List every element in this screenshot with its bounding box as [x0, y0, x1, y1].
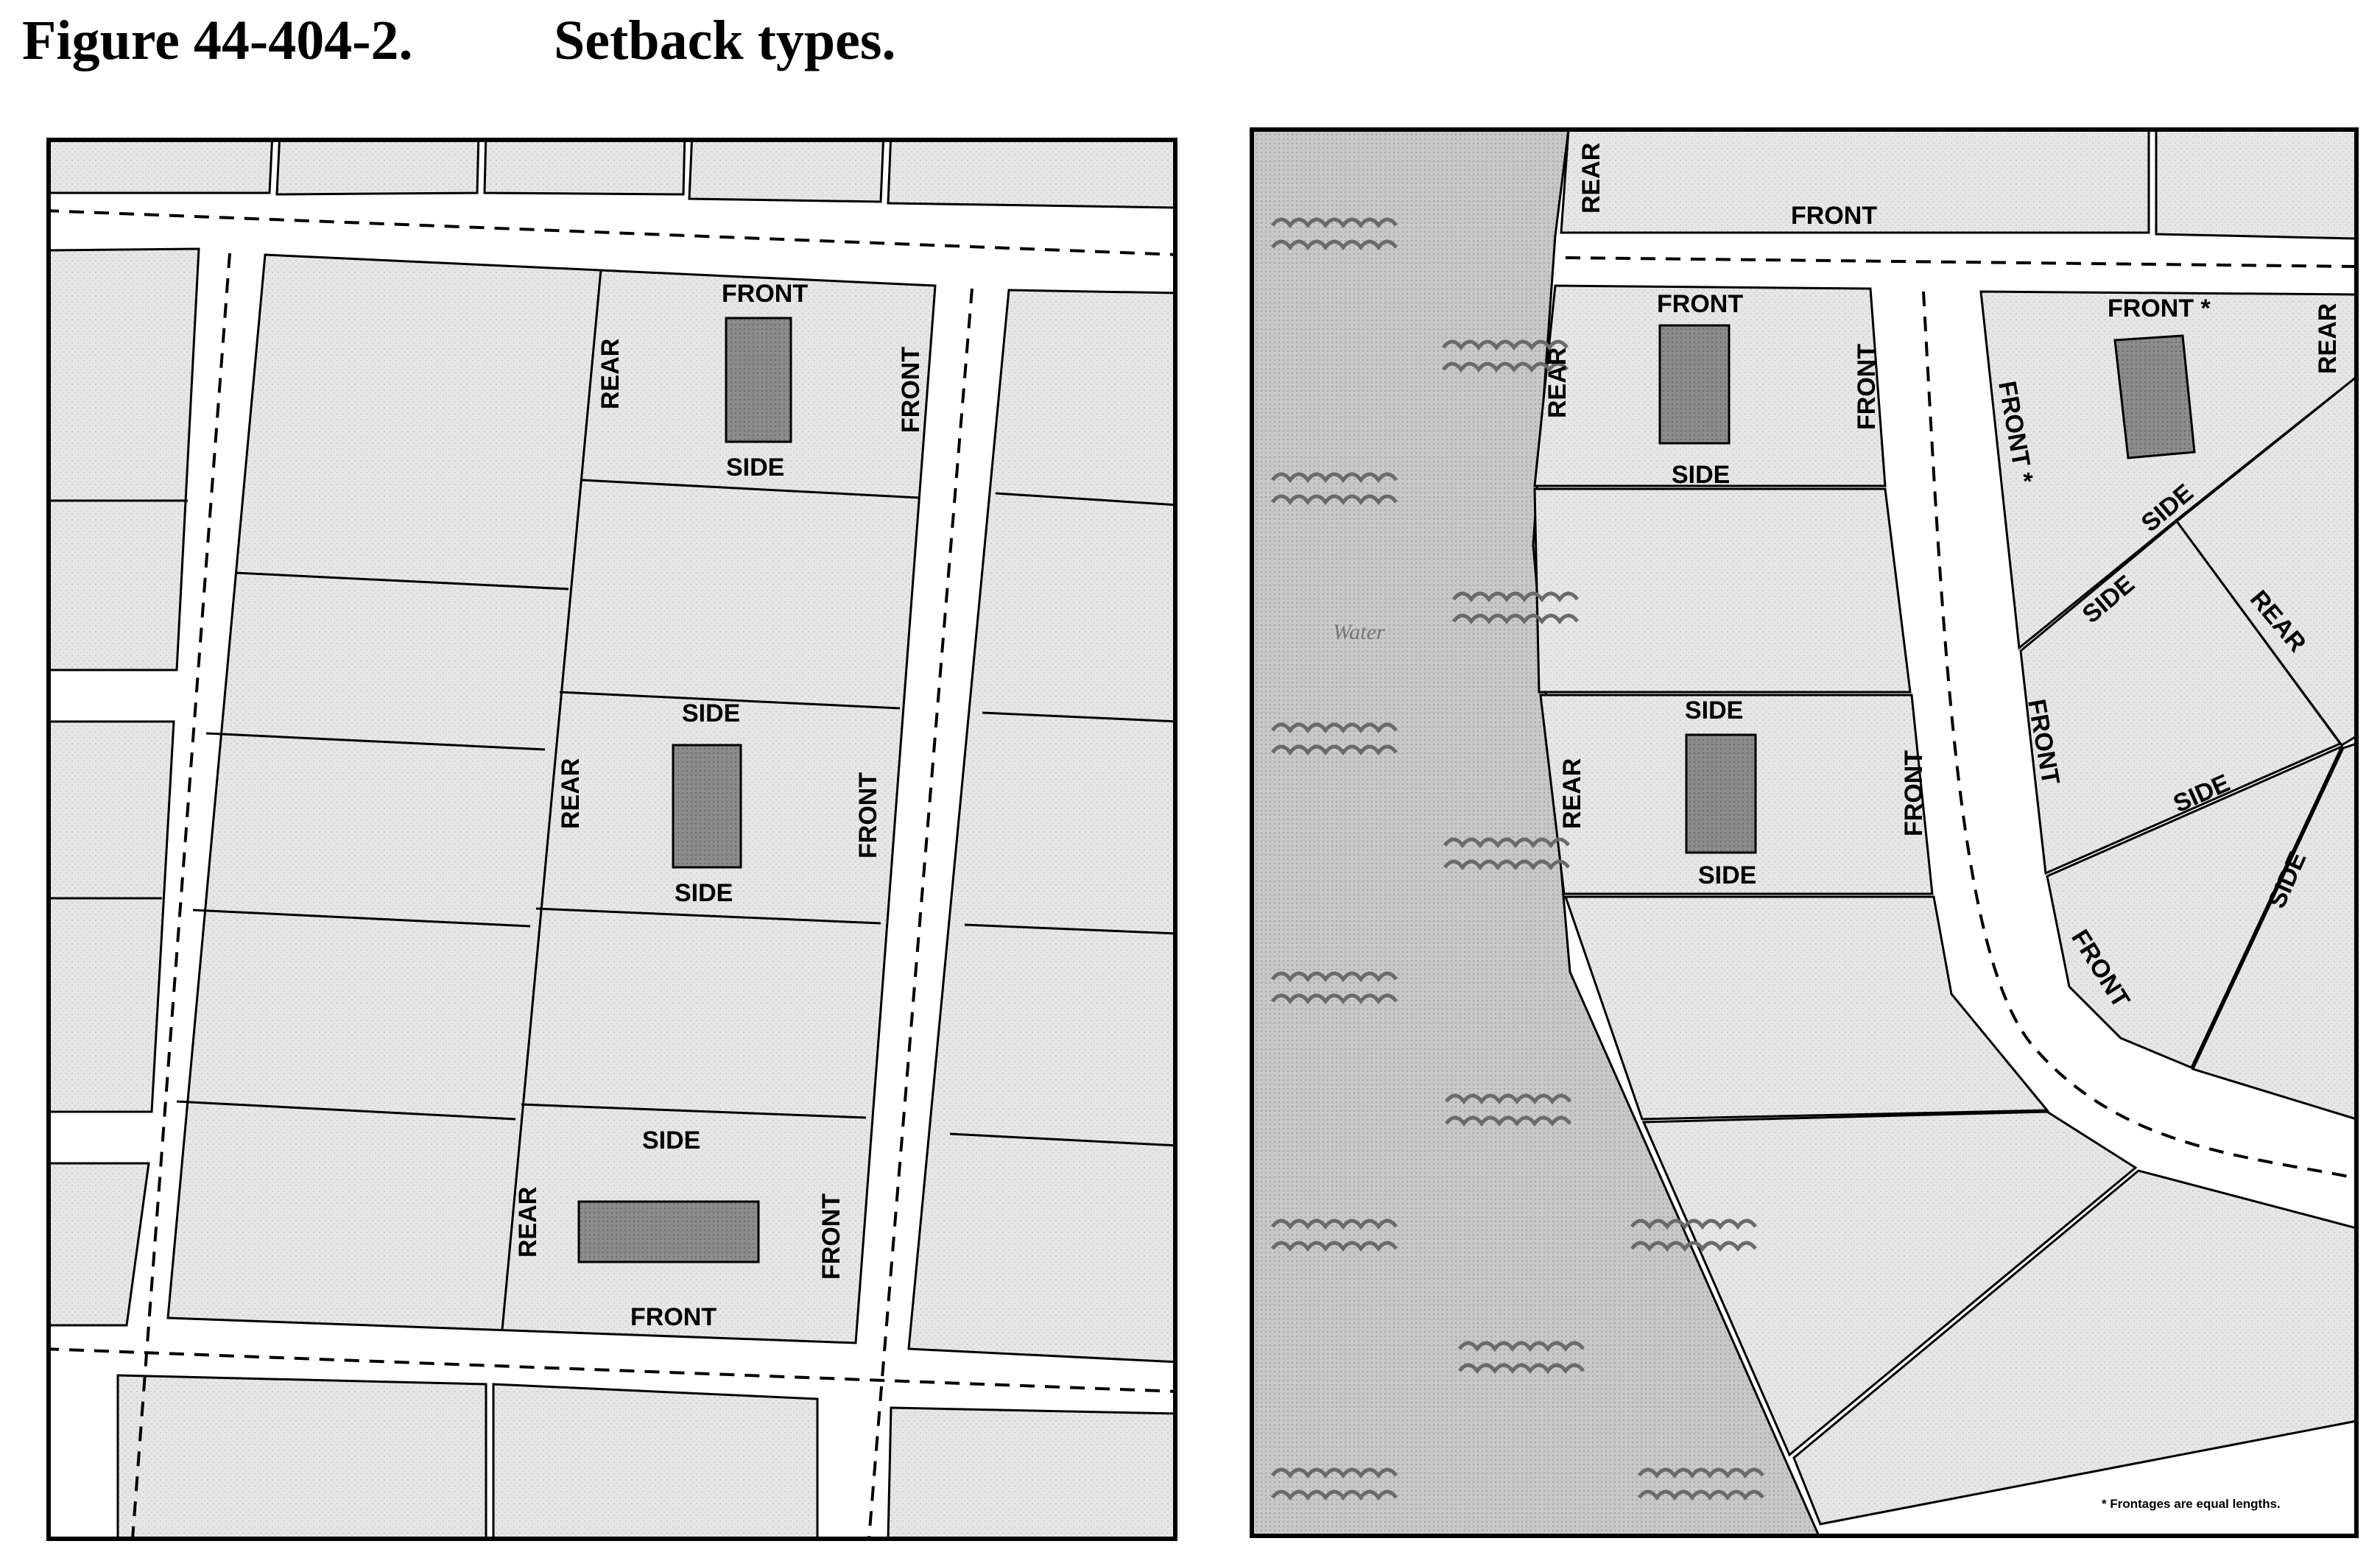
label-side: SIDE	[682, 699, 740, 727]
building-3	[577, 1200, 760, 1263]
label-side: SIDE	[1672, 461, 1730, 489]
building-5	[1685, 733, 1757, 854]
label-front: FRONT	[630, 1303, 717, 1331]
road-centerlines	[49, 209, 1175, 1539]
buildings	[577, 317, 792, 1263]
label-front: FRONT	[1900, 750, 1928, 836]
label-rear: REAR	[2314, 303, 2342, 374]
label-front: FRONT	[897, 347, 925, 433]
figure-title: Setback types.	[554, 10, 896, 71]
label-rear: REAR	[557, 758, 585, 829]
road-centerlines	[1565, 256, 2356, 1180]
label-front-star: FRONT *	[2108, 295, 2211, 322]
label-side: SIDE	[1698, 861, 1756, 889]
label-front: FRONT	[1657, 290, 1743, 318]
label-rear: REAR	[514, 1187, 542, 1258]
label-side: SIDE	[1685, 697, 1743, 724]
label-front: FRONT	[722, 280, 808, 308]
building-1	[725, 317, 792, 443]
label-rear: REAR	[1543, 348, 1571, 418]
left-labels: FRONT SIDE REAR FRONT SIDE SIDE REAR FRO…	[514, 280, 925, 1331]
frontage-note: * Frontages are equal lengths.	[2102, 1497, 2281, 1511]
label-water: Water	[1333, 620, 1385, 644]
left-diagram: FRONT SIDE REAR FRONT SIDE SIDE REAR FRO…	[46, 138, 1177, 1541]
building-4	[1658, 324, 1731, 445]
figure-number: Figure 44-404-2.	[22, 10, 413, 71]
label-rear: REAR	[1577, 143, 1605, 214]
label-rear: REAR	[596, 339, 624, 409]
right-diagram: Water REAR FRONT FRONT SIDE REAR FRONT S…	[1250, 127, 2359, 1538]
label-front: FRONT	[817, 1193, 845, 1280]
building-2	[672, 744, 742, 869]
lot-lines	[49, 269, 1175, 1539]
label-front: FRONT	[854, 772, 882, 858]
figure-title-row: Figure 44-404-2. Setback types.	[22, 9, 2364, 90]
label-front: FRONT	[1791, 202, 1877, 230]
building-6	[2113, 334, 2196, 459]
label-side: SIDE	[642, 1126, 700, 1154]
label-side: SIDE	[726, 454, 784, 482]
label-rear: REAR	[1558, 758, 1586, 829]
label-side: SIDE	[675, 879, 733, 907]
buildings	[1658, 324, 2196, 854]
label-front: FRONT	[1853, 344, 1881, 430]
